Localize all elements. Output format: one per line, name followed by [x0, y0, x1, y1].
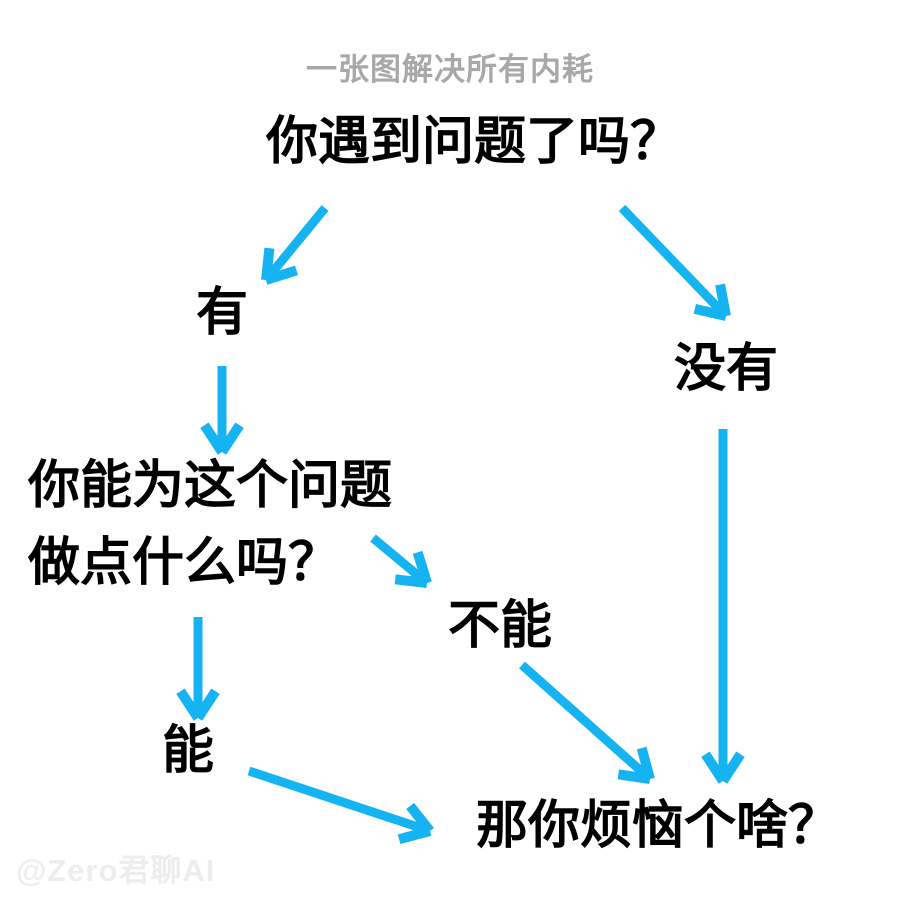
node-question-can-do-something-line2: 做点什么吗？: [28, 534, 341, 592]
watermark: @Zero君聊AI: [16, 853, 216, 888]
node-question-can-do-something: 你能为这个问题 做点什么吗？: [28, 448, 392, 602]
arrow-no-to-conclusion: [701, 429, 745, 784]
arrow-q1-to-yes: [261, 205, 329, 285]
node-question-have-problem: 你遇到问题了吗？: [266, 113, 683, 171]
page-title: 一张图解决所有内耗: [306, 52, 594, 87]
arrow-q2-to-can: [176, 617, 220, 721]
node-answer-no: 没有: [674, 340, 779, 398]
node-conclusion-why-worry: 那你烦恼个啥？: [476, 797, 841, 855]
arrow-cannot-to-conclusion: [519, 661, 655, 784]
arrow-q1-to-no: [618, 204, 731, 321]
arrow-can-to-conclusion: [247, 766, 434, 845]
node-answer-cannot: 不能: [448, 597, 553, 655]
node-question-can-do-something-line1: 你能为这个问题: [28, 457, 393, 515]
arrow-yes-to-q2: [200, 366, 244, 455]
node-answer-can: 能: [162, 722, 215, 780]
node-answer-yes: 有: [196, 284, 249, 342]
